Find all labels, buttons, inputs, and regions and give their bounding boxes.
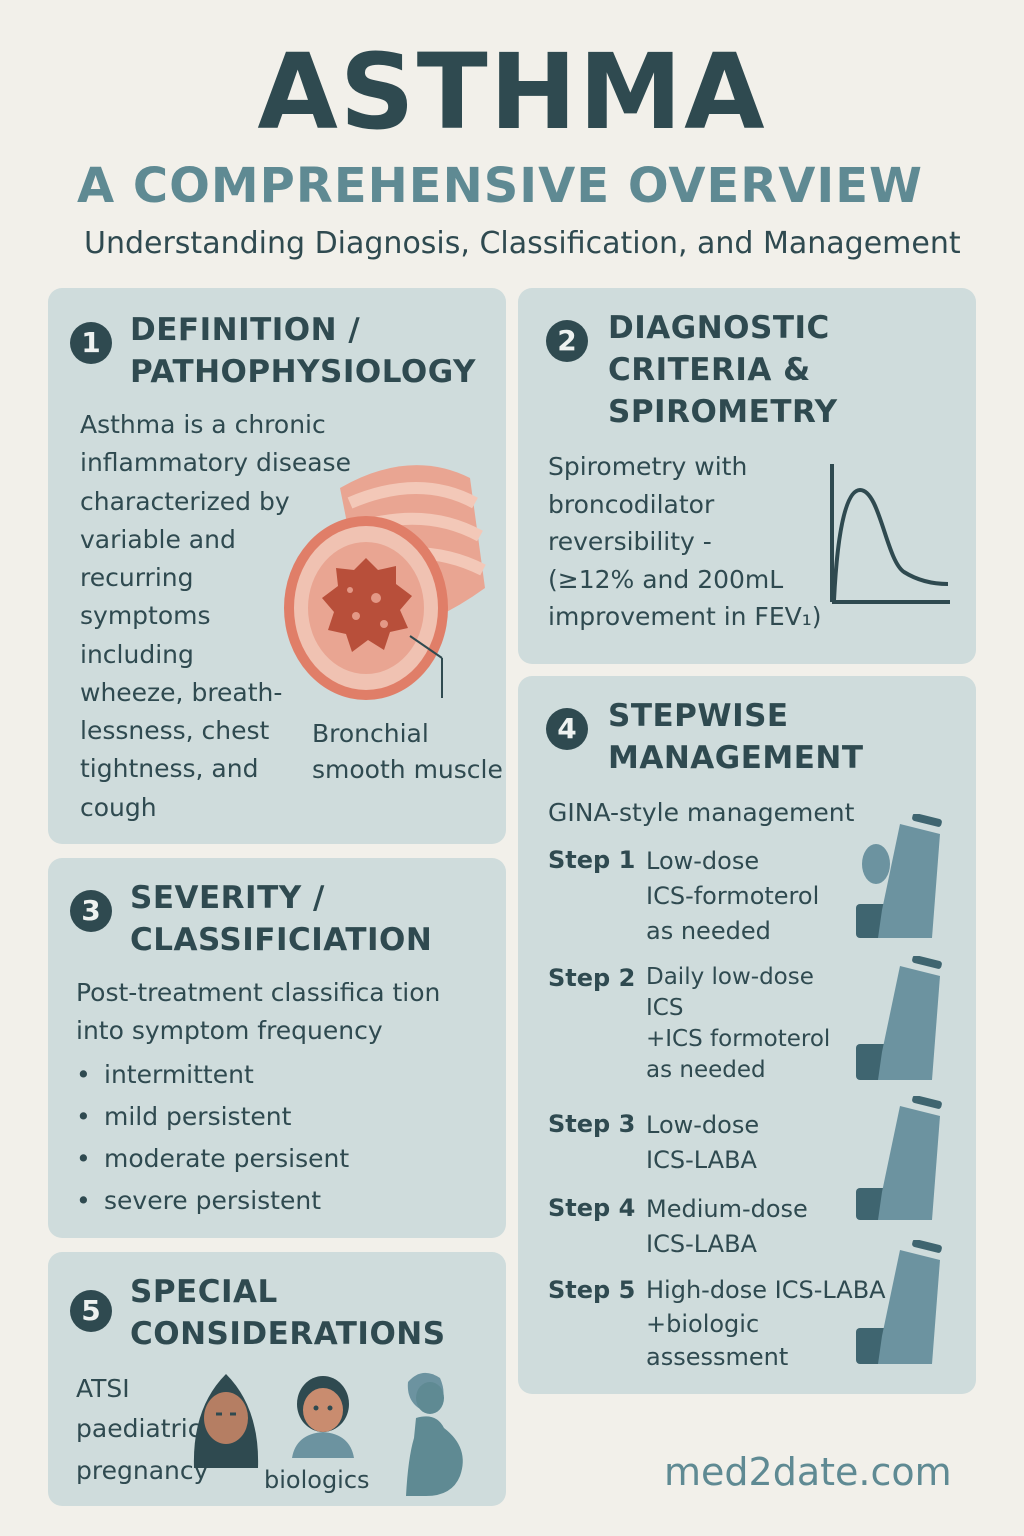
figure-label: Bronchial smooth muscle xyxy=(312,719,503,785)
spirometry-curve-icon xyxy=(830,464,950,604)
card-special: 5 SPECIAL CONSIDERATIONS ATSI paediatric… xyxy=(48,1252,506,1506)
page-title: ASTHMA xyxy=(257,31,767,153)
step-text: Medium-dose ICS-LABA xyxy=(646,1195,808,1258)
section-number-badge: 1 xyxy=(70,322,112,364)
list-item: moderate persisent xyxy=(76,1138,349,1180)
inhaler-icon xyxy=(856,956,942,1080)
special-item: biologics xyxy=(264,1466,370,1494)
step-label: Step 2 xyxy=(548,964,636,992)
airway-illustration xyxy=(284,465,486,700)
list-item: mild persistent xyxy=(76,1096,349,1138)
step-text: Low-dose ICS-LABA xyxy=(646,1111,760,1174)
severity-intro: Post-treatment classifica tion into symp… xyxy=(76,978,441,1045)
card-diagnostic: 2 DIAGNOSTIC CRITERIA & SPIROMETRY Spiro… xyxy=(518,288,976,664)
step-text: High-dose ICS-LABA +biologic assessment xyxy=(646,1276,886,1372)
step-text: Low-dose ICS-formoterol as needed xyxy=(646,847,820,945)
step-label: Step 1 xyxy=(548,846,636,874)
page-tagline: Understanding Diagnosis, Classification,… xyxy=(84,226,961,261)
footer-site-link[interactable]: med2date.com xyxy=(664,1450,952,1494)
step-label: Step 3 xyxy=(548,1110,636,1138)
inhaler-icon xyxy=(856,814,942,938)
section-heading: SPECIAL CONSIDERATIONS xyxy=(130,1274,446,1352)
section-number-badge: 5 xyxy=(70,1290,112,1332)
person-hijab-icon xyxy=(193,1374,259,1468)
card-severity: 3 SEVERITY / CLASSIFICIATION Post-treatm… xyxy=(48,858,506,1238)
section-heading: STEPWISE MANAGEMENT xyxy=(608,698,864,776)
section-heading: DEFINITION / PATHOPHYSIOLOGY xyxy=(130,312,476,390)
special-item: pregnancy xyxy=(76,1456,209,1485)
severity-list: intermittent mild persistent moderate pe… xyxy=(76,1054,349,1222)
section-number-badge: 3 xyxy=(70,890,112,932)
list-item: intermittent xyxy=(76,1054,349,1096)
management-intro: GINA-style management xyxy=(548,798,855,827)
definition-text: Asthma is a chronic inflammatory disease… xyxy=(80,410,351,822)
section-number-badge: 2 xyxy=(546,320,588,362)
page-subtitle: A COMPREHENSIVE OVERVIEW xyxy=(77,158,923,214)
inhaler-icon xyxy=(856,1240,942,1364)
card-definition: 1 DEFINITION / PATHOPHYSIOLOGY Asthma is… xyxy=(48,288,506,844)
card-management: 4 STEPWISE MANAGEMENT GINA-style managem… xyxy=(518,676,976,1394)
list-item: severe persistent xyxy=(76,1180,349,1222)
section-heading: SEVERITY / CLASSIFICIATION xyxy=(130,880,433,958)
section-heading: DIAGNOSTIC CRITERIA & SPIROMETRY xyxy=(608,310,838,430)
step-text: Daily low-dose ICS +ICS formoterol as ne… xyxy=(646,964,831,1084)
special-item: ATSI xyxy=(76,1374,130,1403)
step-label: Step 5 xyxy=(548,1276,636,1304)
step-label: Step 4 xyxy=(548,1194,636,1222)
section-number-badge: 4 xyxy=(546,708,588,750)
special-item: paediatric xyxy=(76,1414,202,1443)
diagnostic-text: Spirometry with broncodilator reversibil… xyxy=(548,452,822,631)
child-icon xyxy=(292,1376,354,1458)
pregnant-woman-icon xyxy=(406,1372,463,1496)
inhaler-icon xyxy=(856,1096,942,1220)
